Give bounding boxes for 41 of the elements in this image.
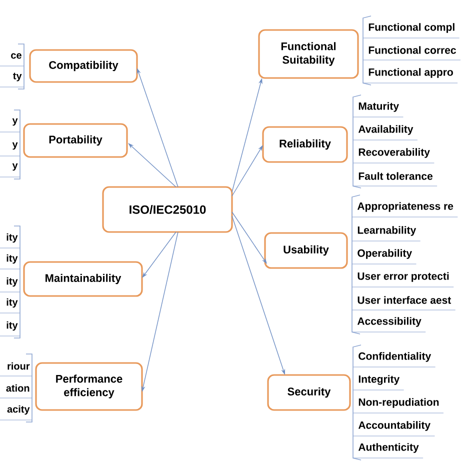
list-item: Learnability — [352, 226, 421, 242]
list-item: Availability — [352, 125, 418, 140]
list-item: Integrity — [352, 375, 404, 390]
list-item: Appropriateness re — [352, 202, 458, 218]
list-item: Non-repudiation — [352, 398, 444, 414]
list-item: ty — [0, 72, 24, 88]
list-item: ity — [0, 298, 20, 314]
list-item: Functional correc — [362, 46, 461, 60]
category-box: Reliability — [262, 126, 348, 163]
list-item: acity — [0, 405, 32, 420]
category-box: Functional Suitability — [258, 29, 359, 79]
list-item: ation — [0, 384, 32, 398]
list-item: ity — [0, 233, 20, 248]
list-item: Confidentiality — [352, 352, 436, 368]
category-box: Portability — [23, 123, 128, 158]
list-item: User interface aest — [352, 296, 456, 310]
list-item: Functional appro — [362, 68, 458, 84]
category-box: Maintainability — [23, 261, 143, 297]
category-box: Performance efficiency — [35, 362, 143, 411]
list-item: y — [0, 163, 20, 178]
list-item: Recoverability — [352, 148, 434, 164]
list-item: Maturity — [352, 102, 404, 118]
list-item: y — [0, 142, 20, 156]
list-item: Fault tolerance — [352, 172, 438, 186]
category-box: Usability — [264, 232, 348, 269]
list-item: riour — [0, 362, 32, 376]
list-item: Functional compl — [362, 23, 460, 38]
list-item: ce — [0, 53, 24, 66]
list-item: Authenticity — [352, 443, 424, 458]
category-box: Compatibility — [29, 49, 138, 83]
topic-box: ISO/IEC25010 — [102, 186, 233, 233]
list-item: ity — [0, 254, 20, 270]
list-item: User error protecti — [352, 272, 454, 288]
category-box: Security — [267, 374, 351, 411]
list-item: Accessibility — [352, 317, 426, 332]
list-item: ity — [0, 321, 20, 336]
list-item: Operability — [352, 249, 417, 264]
list-item: Accountability — [352, 421, 436, 436]
list-item: y — [0, 118, 20, 132]
list-item: ity — [0, 277, 20, 292]
arrow — [128, 143, 176, 188]
